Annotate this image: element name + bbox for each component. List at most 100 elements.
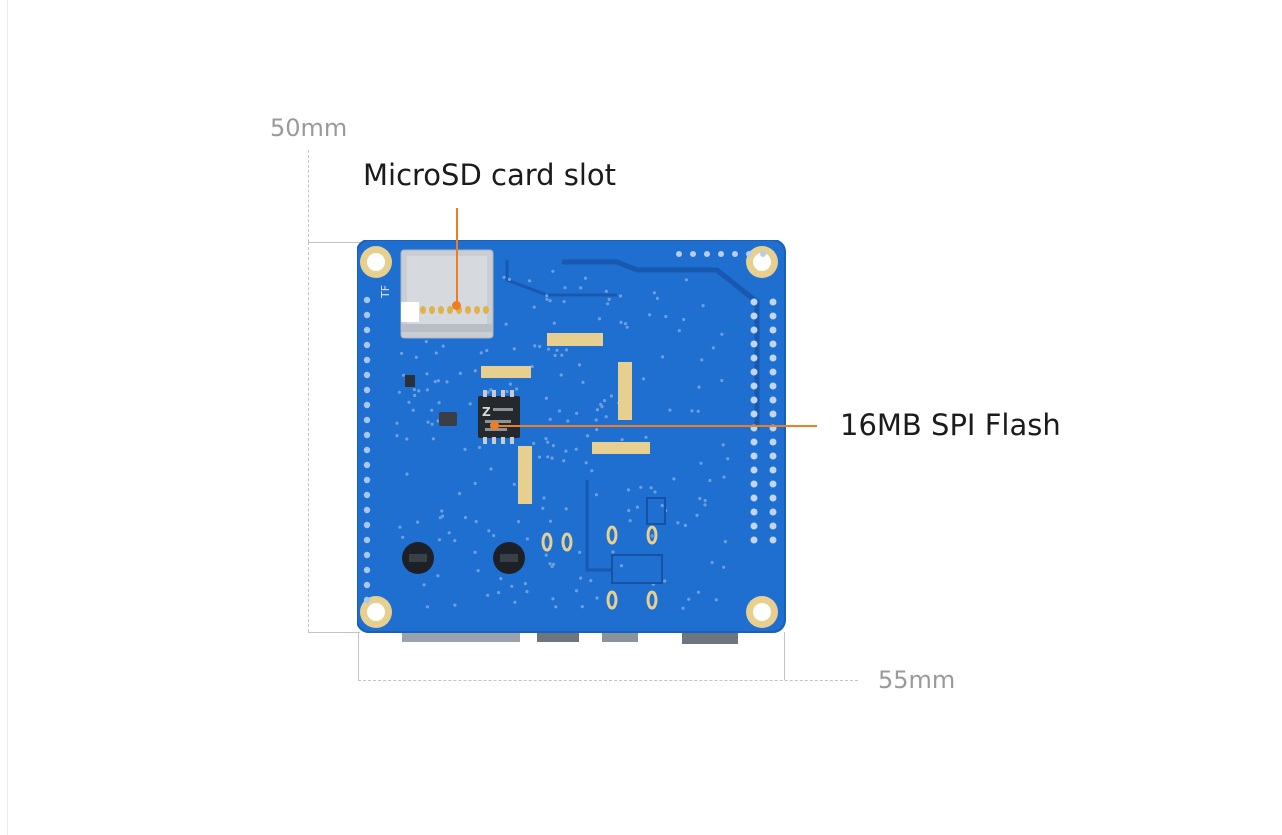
via bbox=[687, 597, 691, 601]
mounting-hole-top-left bbox=[360, 246, 392, 278]
header-pin bbox=[363, 356, 371, 364]
via bbox=[473, 550, 477, 554]
header-pin bbox=[750, 368, 758, 376]
via bbox=[407, 400, 411, 404]
via bbox=[602, 399, 607, 403]
via bbox=[554, 605, 558, 609]
via bbox=[422, 583, 426, 587]
via bbox=[574, 589, 579, 593]
via bbox=[430, 422, 434, 426]
via bbox=[411, 408, 415, 412]
via bbox=[720, 378, 724, 383]
via bbox=[476, 569, 480, 573]
via bbox=[652, 291, 656, 295]
via bbox=[564, 348, 569, 352]
via bbox=[463, 515, 468, 520]
header-pin bbox=[769, 522, 777, 530]
component-outline bbox=[646, 497, 666, 525]
height-dimension-line-top bbox=[308, 150, 309, 242]
via bbox=[458, 371, 462, 375]
edge-pad bbox=[704, 251, 710, 257]
header-pin bbox=[750, 354, 758, 362]
via bbox=[623, 322, 628, 326]
via bbox=[681, 606, 685, 610]
sd-contact bbox=[483, 306, 489, 314]
via bbox=[606, 302, 610, 306]
via bbox=[690, 409, 694, 413]
small-ic bbox=[439, 412, 457, 426]
via bbox=[504, 322, 508, 326]
via bbox=[416, 520, 420, 524]
via bbox=[604, 289, 608, 293]
via bbox=[541, 506, 545, 510]
via bbox=[405, 472, 409, 476]
via bbox=[722, 565, 726, 569]
header-pin bbox=[750, 382, 758, 390]
via bbox=[434, 351, 438, 355]
height-dimension-line bbox=[308, 242, 309, 632]
small-component bbox=[405, 375, 415, 387]
via bbox=[550, 456, 554, 460]
via bbox=[578, 550, 582, 554]
via bbox=[581, 380, 585, 384]
via bbox=[695, 513, 699, 517]
via bbox=[625, 325, 629, 329]
chip-leg bbox=[501, 390, 505, 397]
via bbox=[401, 535, 405, 539]
via bbox=[426, 420, 430, 424]
header-pin bbox=[750, 298, 758, 306]
header-pin bbox=[769, 312, 777, 320]
via bbox=[574, 447, 578, 451]
via bbox=[499, 577, 503, 581]
width-dimension-tick-left bbox=[358, 632, 359, 680]
via bbox=[497, 591, 501, 595]
via bbox=[538, 344, 542, 349]
via bbox=[722, 475, 726, 479]
pcb-outline bbox=[357, 240, 786, 633]
spi-flash-callout-label: 16MB SPI Flash bbox=[840, 408, 1061, 442]
via bbox=[552, 562, 556, 566]
via bbox=[548, 519, 553, 523]
header-pin bbox=[363, 416, 371, 424]
header-pin bbox=[363, 311, 371, 319]
header-pin bbox=[769, 340, 777, 348]
via bbox=[479, 351, 483, 355]
via bbox=[696, 590, 701, 594]
header-pin bbox=[769, 298, 777, 306]
via bbox=[507, 277, 511, 281]
via bbox=[677, 329, 681, 333]
via bbox=[580, 605, 584, 609]
via bbox=[546, 347, 551, 351]
via bbox=[579, 286, 583, 290]
mounting-hole-bottom-left bbox=[360, 596, 392, 628]
via bbox=[485, 348, 489, 353]
header-pin bbox=[363, 596, 371, 604]
via bbox=[619, 564, 624, 568]
via bbox=[425, 372, 429, 376]
header-pin bbox=[750, 508, 758, 516]
via bbox=[577, 363, 582, 367]
via bbox=[564, 449, 568, 453]
via bbox=[437, 401, 441, 405]
via bbox=[664, 314, 668, 319]
via bbox=[575, 411, 579, 415]
via bbox=[412, 388, 416, 392]
header-pin bbox=[750, 410, 758, 418]
header-pin bbox=[750, 396, 758, 404]
via bbox=[682, 317, 686, 322]
header-pin bbox=[363, 461, 371, 469]
via bbox=[400, 351, 404, 355]
via bbox=[551, 444, 555, 448]
header-pin bbox=[769, 410, 777, 418]
header-pin bbox=[750, 340, 758, 348]
via bbox=[708, 478, 712, 483]
header-pin bbox=[769, 354, 777, 362]
via bbox=[546, 455, 550, 459]
header-pin bbox=[769, 368, 777, 376]
edge-pad bbox=[746, 251, 752, 257]
microsd-callout-label: MicroSD card slot bbox=[363, 158, 617, 192]
via bbox=[512, 482, 516, 486]
width-dimension-tick-right bbox=[784, 632, 785, 680]
trace-line bbox=[505, 260, 617, 297]
